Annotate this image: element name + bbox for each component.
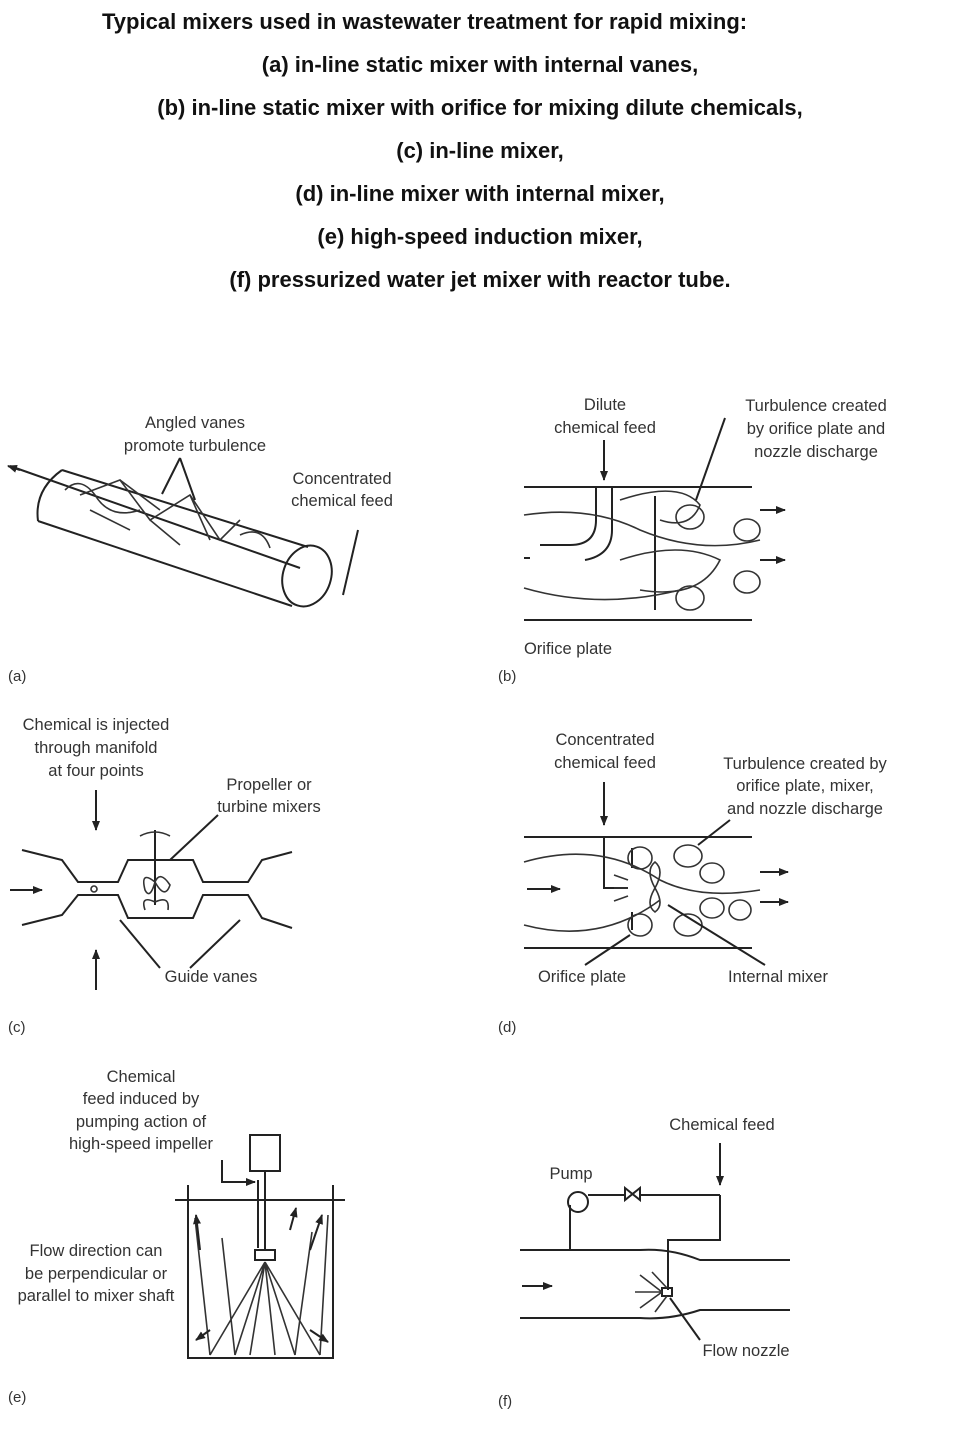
caption-line-b: (b) in-line static mixer with orifice fo…: [157, 95, 803, 120]
e-flow-label-3: parallel to mixer shaft: [18, 1287, 175, 1305]
panel-a: (a) Angled vanes promote turbulence Conc…: [7, 414, 393, 685]
f-pump-label: Pump: [549, 1165, 592, 1183]
d-turbulence-label-2: orifice plate, mixer,: [736, 777, 874, 795]
b-turbulence-label-1: Turbulence created: [745, 397, 887, 415]
panel-b: (b) Dilute chemical feed Turbulence crea…: [498, 396, 887, 685]
panel-b-label: (b): [498, 668, 516, 685]
caption-line-f: (f) pressurized water jet mixer with rea…: [229, 267, 731, 292]
b-turbulence-label-2: by orifice plate and: [747, 420, 886, 438]
b-turbulence-label-3: nozzle discharge: [754, 443, 878, 461]
mixers-diagram: (a) Angled vanes promote turbulence Conc…: [7, 396, 888, 1410]
a-feed-label-2: chemical feed: [291, 492, 393, 510]
panel-e: (e) Chemical feed induced by pumping act…: [8, 1068, 345, 1406]
e-flow-label-1: Flow direction can: [30, 1242, 163, 1260]
d-turbulence-label-1: Turbulence created by: [723, 755, 887, 773]
jet-mixer-f: [520, 1143, 790, 1341]
panel-c-label: (c): [8, 1019, 26, 1036]
c-injected-label-1: Chemical is injected: [23, 716, 170, 734]
e-feed-label-3: pumping action of: [76, 1113, 207, 1131]
c-injected-label-3: at four points: [48, 762, 143, 780]
f-feed-label: Chemical feed: [669, 1116, 774, 1134]
e-feed-label-1: Chemical: [107, 1068, 176, 1086]
caption-line-c: (c) in-line mixer,: [396, 138, 564, 163]
c-guide-label: Guide vanes: [165, 968, 258, 986]
e-flow-label-2: be perpendicular or: [25, 1265, 168, 1283]
panel-d: (d) Concentrated chemical feed Turbulenc…: [498, 731, 888, 1036]
caption-line-e: (e) high-speed induction mixer,: [317, 224, 643, 249]
b-feed-label-2: chemical feed: [554, 419, 656, 437]
panel-c: (c) Chemical is injected through manifol…: [8, 716, 321, 1036]
static-mixer-pipe: [7, 457, 359, 608]
a-feed-label-1: Concentrated: [292, 470, 391, 488]
panel-f: (f) Chemical feed Pump Flow nozzle: [498, 1116, 790, 1410]
panel-f-label: (f): [498, 1393, 512, 1410]
b-plate-label: Orifice plate: [524, 640, 612, 658]
inline-mixer-c: [10, 790, 293, 990]
panel-e-label: (e): [8, 1389, 26, 1406]
orifice-mixer-d: [523, 782, 789, 966]
d-turbulence-label-3: and nozzle discharge: [727, 800, 883, 818]
panel-d-label: (d): [498, 1019, 516, 1036]
vanes-label-2: promote turbulence: [124, 437, 266, 455]
d-feed-label-2: chemical feed: [554, 754, 656, 772]
f-nozzle-label: Flow nozzle: [702, 1342, 789, 1360]
caption-title: Typical mixers used in wastewater treatm…: [102, 9, 748, 34]
orifice-mixer-b: [523, 417, 786, 621]
panel-a-label: (a): [8, 668, 26, 685]
caption-line-a: (a) in-line static mixer with internal v…: [261, 52, 699, 77]
c-propeller-label-2: turbine mixers: [217, 798, 321, 816]
c-propeller-label-1: Propeller or: [226, 776, 312, 794]
figure-caption: Typical mixers used in wastewater treatm…: [0, 0, 960, 301]
induction-mixer-e: [175, 1134, 345, 1359]
d-mixer-label: Internal mixer: [728, 968, 828, 986]
e-feed-label-2: feed induced by: [83, 1090, 200, 1108]
d-feed-label-1: Concentrated: [555, 731, 654, 749]
d-plate-label: Orifice plate: [538, 968, 626, 986]
e-feed-label-4: high-speed impeller: [69, 1135, 214, 1153]
caption-line-d: (d) in-line mixer with internal mixer,: [295, 181, 665, 206]
c-injected-label-2: through manifold: [35, 739, 158, 757]
b-feed-label-1: Dilute: [584, 396, 626, 414]
vanes-label-1: Angled vanes: [145, 414, 245, 432]
